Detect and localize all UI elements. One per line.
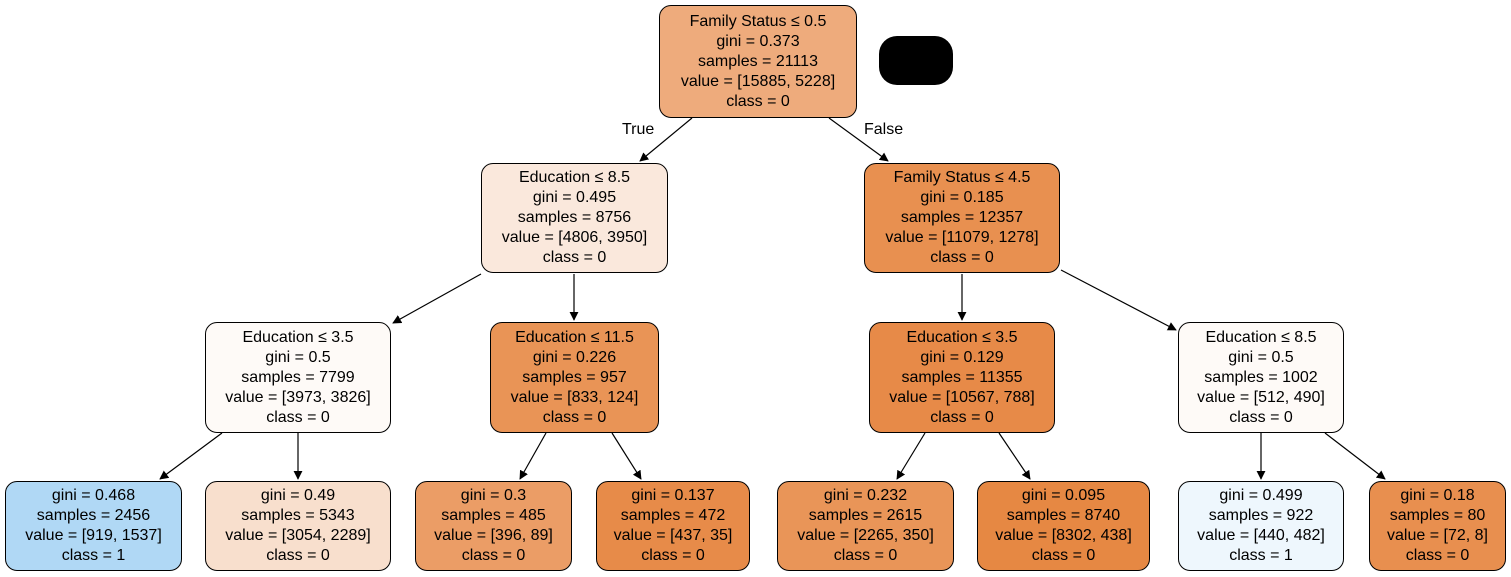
node-line: value = [4806, 3950]	[501, 229, 648, 246]
node-line: Education ≤ 11.5	[515, 328, 634, 346]
edge-n0-n1	[639, 117, 693, 162]
tree-node-n3: Education ≤ 3.5 gini = 0.5 samples = 7799 v…	[205, 322, 391, 433]
tree-node-n12: gini = 0.095 samples = 8740 value = [8302,…	[977, 481, 1150, 571]
node-line: samples = 8740	[1006, 507, 1121, 524]
tree-node-n14: gini = 0.18 samples = 80 value = [72, 8] cl…	[1369, 481, 1506, 571]
node-line: value = [3973, 3826]	[225, 388, 371, 406]
node-line: samples = 2615	[808, 507, 923, 524]
node-line: gini = 0.49	[260, 487, 336, 504]
node-line: class = 0	[726, 92, 790, 110]
node-line: value = [3054, 2289]	[225, 527, 371, 544]
tree-node-n8: gini = 0.49 samples = 5343 value = [3054, …	[205, 481, 391, 571]
tree-node-n5: Education ≤ 3.5 gini = 0.129 samples = 113…	[869, 322, 1055, 433]
edge-n3-n7	[159, 432, 223, 480]
node-line: samples = 1002	[1204, 368, 1318, 386]
node-line: gini = 0.137	[631, 487, 715, 504]
node-line: value = [15885, 5228]	[680, 72, 836, 90]
tree-node-n4: Education ≤ 11.5 gini = 0.226 samples = 95…	[490, 322, 659, 433]
node-line: samples = 472	[620, 507, 726, 524]
tree-node-n2: Family Status ≤ 4.5 gini = 0.185 samples =…	[864, 163, 1060, 273]
node-line: class = 0	[1031, 547, 1096, 564]
node-line: samples = 11355	[901, 368, 1023, 386]
node-line: gini = 0.468	[51, 487, 136, 504]
node-line: class = 0	[542, 408, 607, 426]
node-line: samples = 957	[522, 368, 627, 386]
tree-node-n9: gini = 0.3 samples = 485 value = [396, 89]…	[415, 481, 572, 571]
node-line: value = [919, 1537]	[25, 527, 162, 544]
node-line: gini = 0.5	[1228, 348, 1294, 366]
node-line: gini = 0.129	[920, 348, 1004, 366]
node-line: class = 0	[930, 249, 994, 266]
edge-n6-n14	[1324, 432, 1386, 480]
edge-n0-n2	[828, 117, 889, 162]
edge-n1-n3	[392, 273, 482, 324]
node-line: class = 1	[61, 547, 126, 564]
node-line: class = 1	[1229, 547, 1293, 564]
tree-node-n6: Education ≤ 8.5 gini = 0.5 samples = 1002 v…	[1178, 322, 1344, 433]
edge-n4-n10	[611, 432, 642, 480]
tree-node-n1: Education ≤ 8.5 gini = 0.495 samples = 875…	[481, 163, 668, 273]
node-line: samples = 7799	[241, 368, 355, 386]
node-line: class = 0	[542, 249, 607, 266]
node-line: class = 0	[641, 547, 705, 564]
node-line: Education ≤ 3.5	[906, 328, 1018, 346]
node-line: class = 0	[461, 547, 526, 564]
node-line: gini = 0.5	[265, 348, 331, 366]
node-line: class = 0	[833, 547, 898, 564]
tree-node-n7: gini = 0.468 samples = 2456 value = [919, …	[5, 481, 182, 571]
tree-node-n10: gini = 0.137 samples = 472 value = [437, 3…	[596, 481, 750, 571]
tree-node-n11: gini = 0.232 samples = 2615 value = [2265,…	[777, 481, 954, 571]
node-line: gini = 0.185	[920, 189, 1004, 206]
node-line: Education ≤ 8.5	[518, 169, 631, 186]
edge-label-n0-n2: False	[864, 121, 904, 138]
edge-n5-n12	[998, 432, 1031, 480]
node-line: gini = 0.3	[460, 487, 527, 504]
tree-node-n13: gini = 0.499 samples = 922 value = [440, 4…	[1178, 481, 1344, 571]
node-line: value = [8302, 438]	[995, 527, 1132, 544]
node-line: Family Status ≤ 0.5	[689, 12, 827, 30]
node-line: class = 0	[266, 547, 330, 564]
node-line: value = [440, 482]	[1197, 527, 1325, 544]
node-line: Education ≤ 8.5	[1205, 328, 1317, 346]
node-line: value = [396, 89]	[434, 527, 553, 544]
edge-n2-n6	[1060, 269, 1177, 331]
redacted-black-box	[879, 36, 953, 85]
node-line: gini = 0.373	[716, 32, 800, 50]
node-line: value = [11079, 1278]	[885, 229, 1039, 246]
node-line: class = 0	[930, 408, 994, 426]
node-line: value = [833, 124]	[510, 388, 639, 406]
node-line: samples = 922	[1208, 507, 1314, 524]
node-line: samples = 21113	[698, 52, 818, 70]
node-line: samples = 80	[1389, 507, 1486, 524]
node-line: Education ≤ 3.5	[242, 328, 354, 346]
node-line: samples = 12357	[900, 209, 1024, 226]
node-line: Family Status ≤ 4.5	[893, 169, 1031, 186]
node-line: gini = 0.18	[1400, 487, 1475, 504]
node-line: samples = 485	[441, 507, 546, 524]
node-line: gini = 0.232	[823, 487, 908, 504]
node-line: value = [512, 490]	[1197, 388, 1325, 406]
node-line: samples = 5343	[241, 507, 355, 524]
edge-n4-n9	[519, 432, 547, 480]
node-line: value = [72, 8]	[1387, 527, 1488, 544]
node-line: value = [10567, 788]	[889, 388, 1035, 406]
node-line: class = 0	[266, 408, 330, 426]
node-line: class = 0	[1229, 408, 1293, 426]
node-line: gini = 0.499	[1219, 487, 1303, 504]
edge-n5-n11	[896, 432, 926, 480]
node-line: samples = 8756	[517, 209, 632, 226]
node-line: value = [437, 35]	[613, 527, 733, 544]
node-line: gini = 0.226	[532, 348, 617, 366]
tree-node-n0: Family Status ≤ 0.5 gini = 0.373 samples =…	[659, 5, 857, 118]
node-line: samples = 2456	[36, 507, 151, 524]
node-line: value = [2265, 350]	[797, 527, 934, 544]
node-line: gini = 0.495	[532, 189, 617, 206]
node-line: gini = 0.095	[1021, 487, 1106, 504]
edge-label-n0-n1: True	[622, 121, 655, 138]
node-line: class = 0	[1405, 547, 1470, 564]
